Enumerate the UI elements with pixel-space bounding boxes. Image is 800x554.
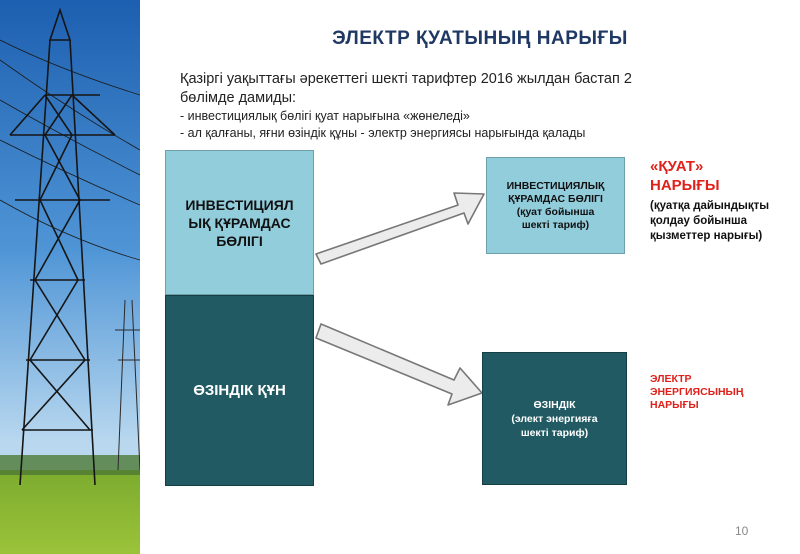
power-market-label: «ҚУАТ» НАРЫҒЫ [650,157,720,195]
investment-target-line-4: шекті тариф) [521,218,590,231]
arrow-to-energy-market [315,323,483,406]
energy-market-label: ЭЛЕКТР ЭНЕРГИЯСЫНЫҢ НАРЫҒЫ [650,373,780,412]
own-cost-label: ӨЗІНДІК ҚҰН [193,382,286,399]
energy-market-line-1: ЭЛЕКТР [650,373,692,385]
power-tower-photo [0,0,140,554]
power-sub-line-1: (қуатқа дайындықты [650,200,770,212]
own-cost-target-line-3: шекті тариф) [520,426,589,439]
power-market-line-2: НАРЫҒЫ [650,177,720,194]
power-market-line-1: «ҚУАТ» [650,158,704,175]
investment-target-line-1: ИНВЕСТИЦИЯЛЫҚ [506,179,605,192]
energy-market-line-2: ЭНЕРГИЯСЫНЫҢ [650,386,744,398]
own-cost-target-line-1: ӨЗІНДІК [533,398,576,411]
investment-part-line-1: ИНВЕСТИЦИЯЛ [185,196,294,213]
own-cost-target-line-2: (элект энергияға [511,412,598,425]
own-cost-target-box: ӨЗІНДІК (элект энергияға шекті тариф) [482,352,627,485]
intro-text: Қазіргі уақыттағы әрекеттегі шекті тариф… [180,70,740,142]
investment-target-box: ИНВЕСТИЦИЯЛЫҚ ҚҰРАМДАС БӨЛІГІ (қуат бойы… [486,157,625,254]
power-market-description: (қуатқа дайындықты қолдау бойынша қызмет… [650,199,790,244]
power-sub-line-2: қолдау бойынша [650,215,748,227]
intro-bullet-1: - инвестициялық бөлігі қуат нарығына «жө… [180,109,470,123]
investment-part-line-3: БӨЛІГІ [216,232,263,249]
power-sub-line-3: қызметтер нарығы) [650,230,763,242]
intro-line-1: Қазіргі уақыттағы әрекеттегі шекті тариф… [180,71,632,87]
intro-bullet-2: - ал қалғаны, яғни өзіндік құны - электр… [180,126,586,140]
investment-target-line-2: ҚҰРАМДАС БӨЛІГІ [508,192,603,205]
investment-part-box: ИНВЕСТИЦИЯЛ ЫҚ ҚҰРАМДАС БӨЛІГІ [165,150,314,295]
page-number: 10 [735,524,749,538]
own-cost-box: ӨЗІНДІК ҚҰН [165,295,314,486]
investment-part-line-2: ЫҚ ҚҰРАМДАС [188,214,291,231]
investment-target-line-3: (қуат бойынша [516,205,595,218]
page-title: ЭЛЕКТР ҚУАТЫНЫҢ НАРЫҒЫ [332,28,628,49]
arrow-to-power-market [315,192,485,265]
energy-market-line-3: НАРЫҒЫ [650,399,699,411]
intro-line-2: бөлімде дамиды: [180,90,297,106]
